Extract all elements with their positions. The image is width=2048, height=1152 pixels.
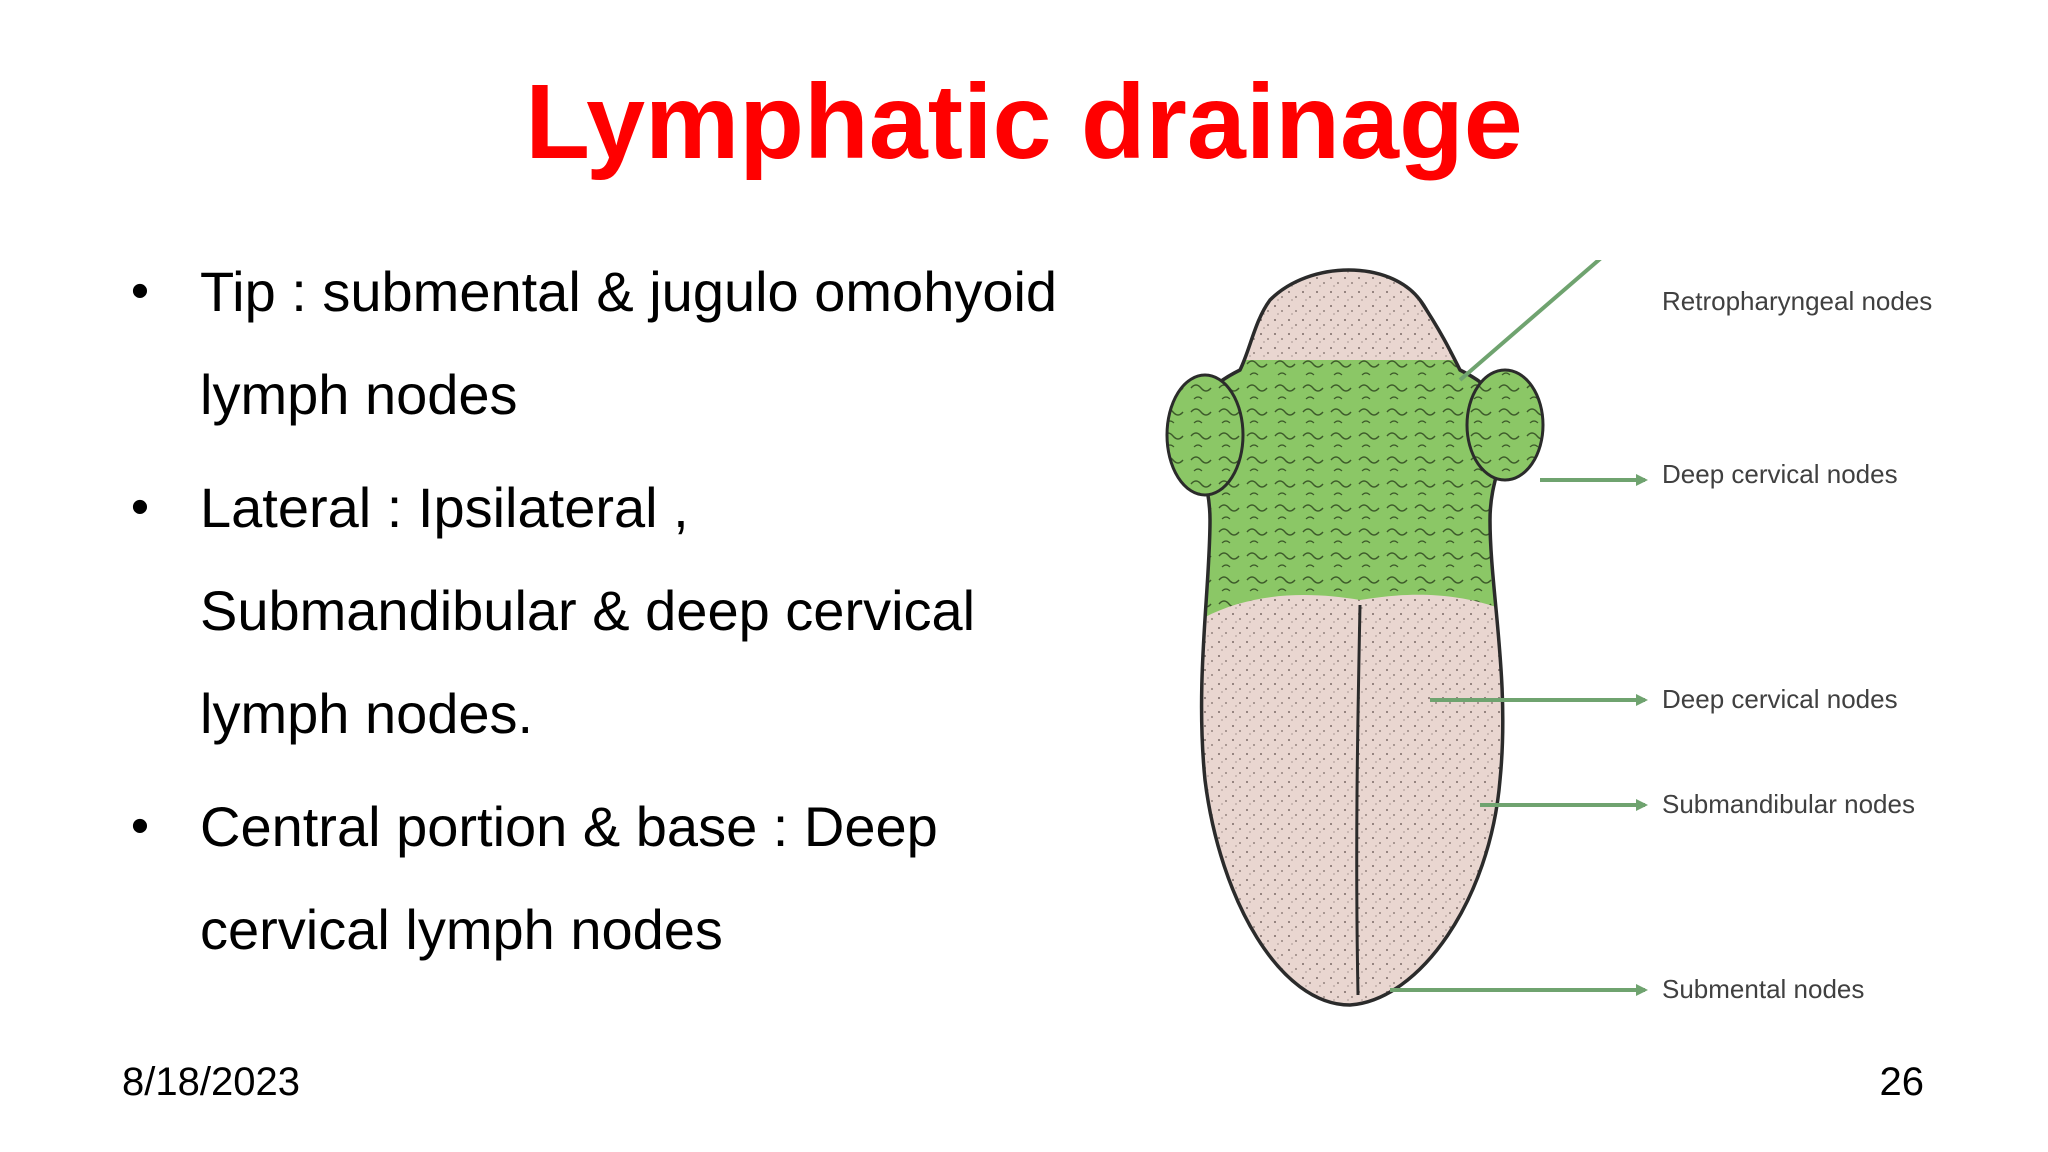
bullet-marker: • [130,797,150,855]
bullet-line: lymph nodes [200,363,518,426]
bullet-tip: • Tip : submental & jugulo omohyoid lymp… [120,240,1100,446]
right-tonsil [1465,368,1545,482]
left-tonsil [1165,373,1245,497]
tongue-illustration [1165,218,1648,1007]
label-retropharyngeal-nodes: Retropharyngeal nodes [1662,286,1933,316]
bullet-marker: • [130,478,150,536]
bullet-lateral: • Lateral : Ipsilateral , Submandibular … [120,456,1100,765]
label-submental-nodes: Submental nodes [1662,974,1865,1004]
bullet-line: cervical lymph nodes [200,898,723,961]
median-sulcus [1355,604,1362,996]
label-deep-cervical-nodes-lower: Deep cervical nodes [1662,684,1898,714]
label-submandibular-nodes: Submandibular nodes [1662,789,1915,819]
label-deep-cervical-nodes-upper: Deep cervical nodes [1662,459,1898,489]
bullet-line: Submandibular & deep cervical [200,579,976,642]
bullet-central: • Central portion & base : Deep cervical… [120,775,1100,981]
tongue-lymph-figure [1160,218,2000,1020]
slide-page-number: 26 [1879,1060,1925,1104]
bullet-line: lymph nodes. [200,682,534,745]
bullet-marker: • [130,262,150,320]
slide-title: Lymphatic drainage [525,63,1523,181]
tongue-body [1195,270,1505,1005]
slide-date: 8/18/2023 [122,1060,300,1104]
bullet-list: • Tip : submental & jugulo omohyoid lymp… [120,240,1100,991]
arrow-retropharyngeal [1458,218,1648,382]
bullet-line: Lateral : Ipsilateral , [200,476,689,539]
bullet-line: Tip : submental & jugulo omohyoid [200,260,1058,323]
bullet-line: Central portion & base : Deep [200,795,938,858]
